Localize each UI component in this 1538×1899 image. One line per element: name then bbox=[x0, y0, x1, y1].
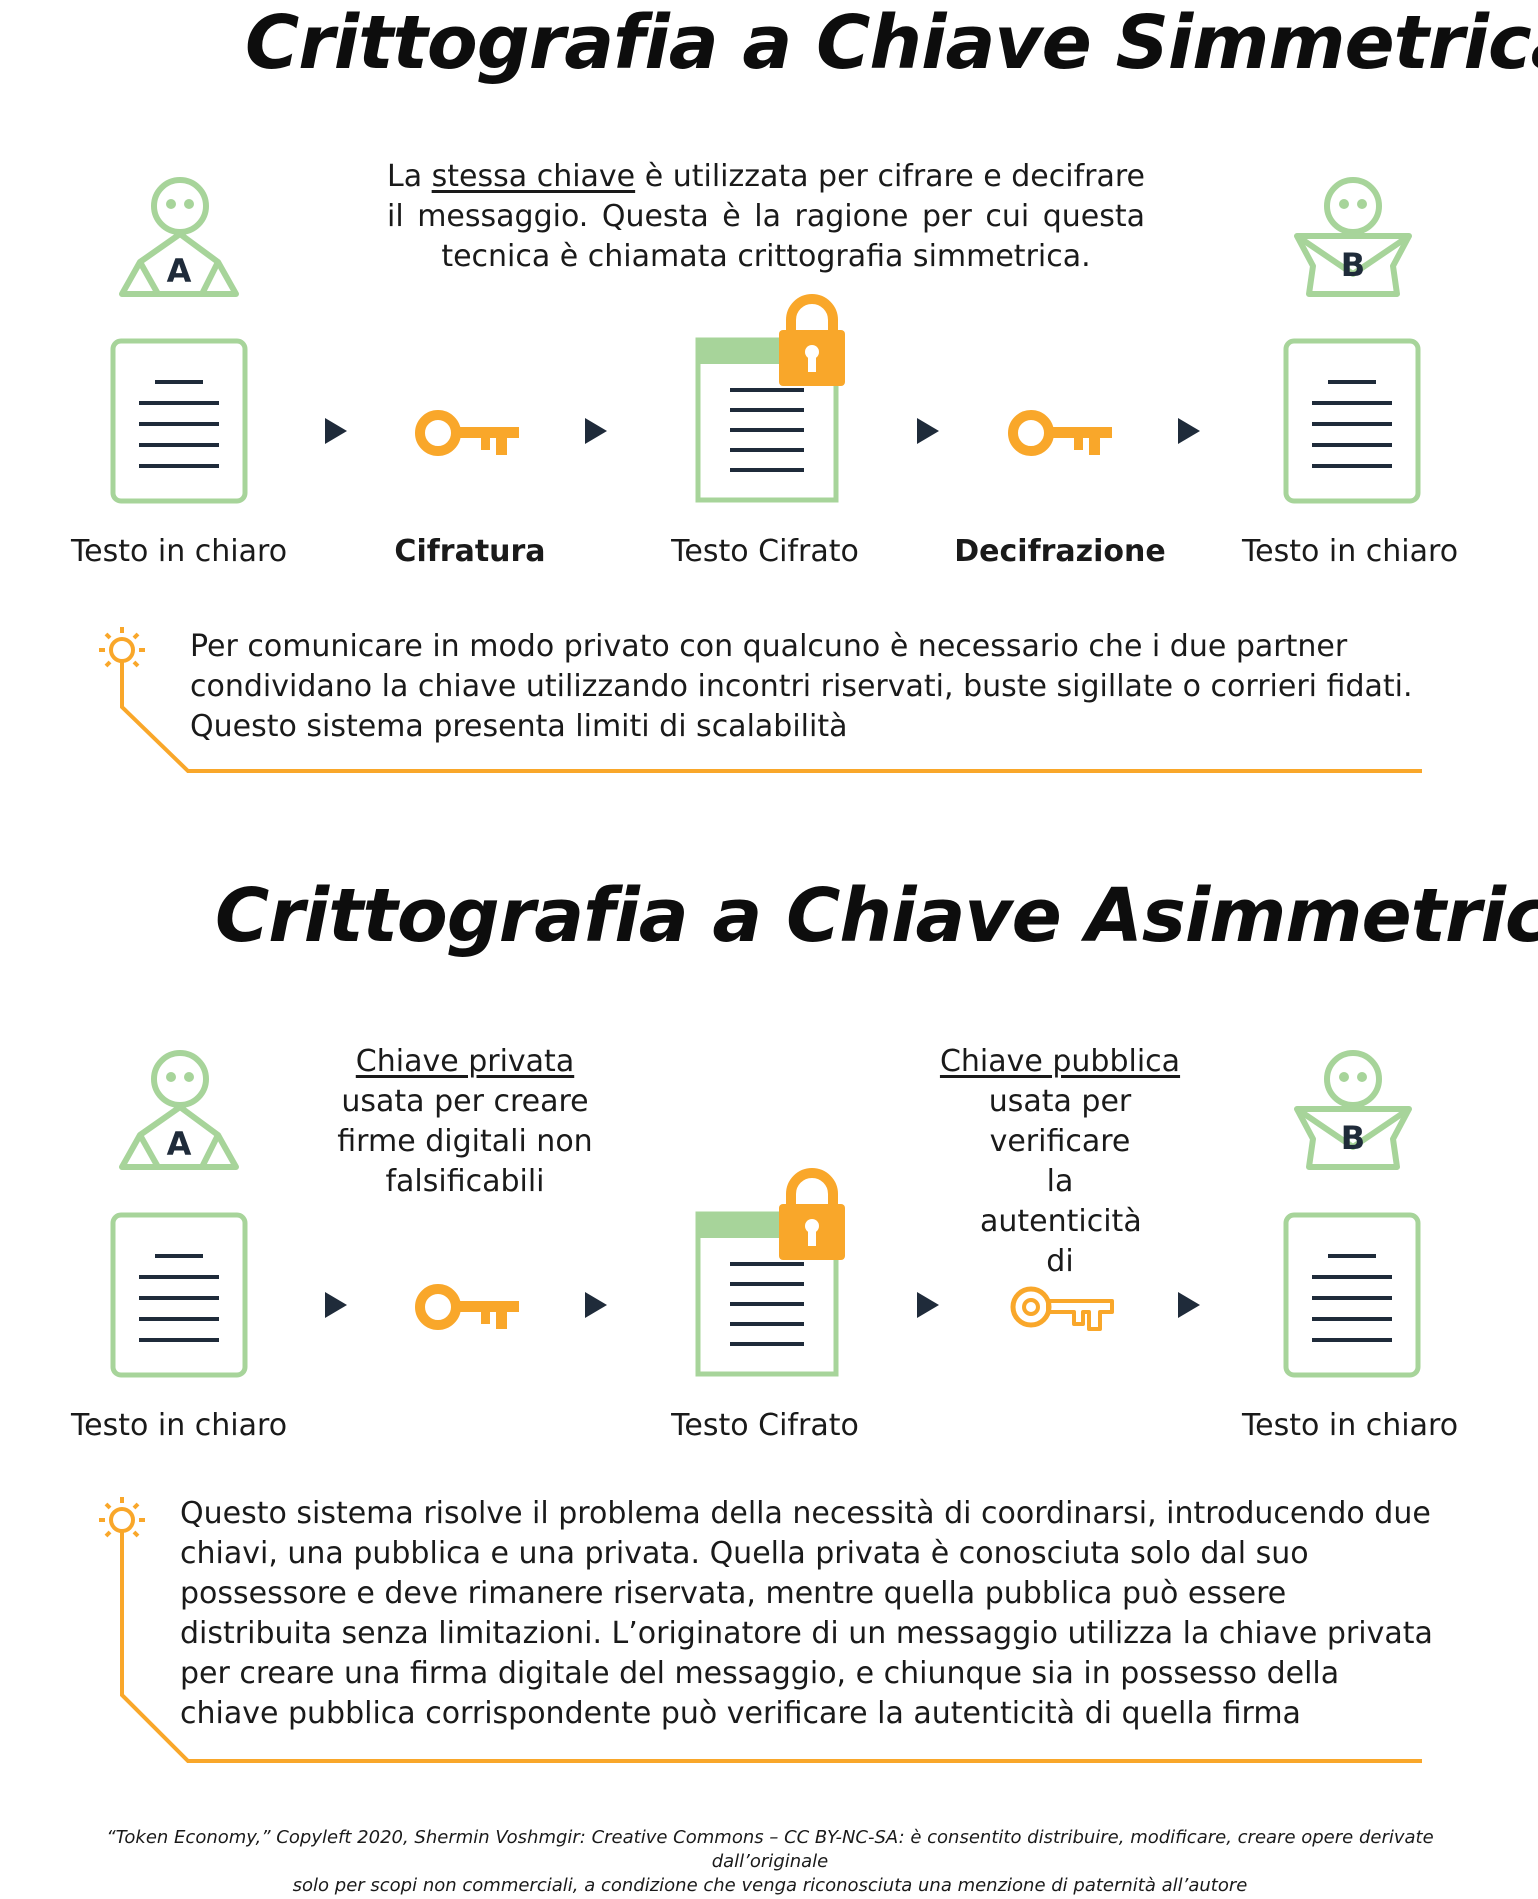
footer-line-2: solo per scopi non commerciali, a condiz… bbox=[292, 1875, 1248, 1896]
description-suffix: è utilizzata per cifrare e decifrare il … bbox=[387, 159, 1145, 274]
arrow-right-icon bbox=[325, 1292, 347, 1318]
arrow-right-icon bbox=[917, 418, 939, 444]
ciphertext-document-icon bbox=[695, 294, 845, 503]
public-key-description: usata per verificare la autenticità di bbox=[980, 1084, 1142, 1279]
person-b-letter: B bbox=[1341, 1119, 1365, 1157]
description-underlined: stessa chiave bbox=[431, 159, 636, 194]
label-plaintext: Testo in chiaro bbox=[1241, 1408, 1459, 1443]
private-key-caption: Chiave privata usata per creare firme di… bbox=[330, 1042, 600, 1202]
plaintext-document-icon bbox=[110, 1212, 248, 1378]
asymmetric-note: Questo sistema risolve il problema della… bbox=[180, 1496, 1433, 1731]
arrow-right-icon bbox=[585, 1292, 607, 1318]
plaintext-document-icon bbox=[1283, 1212, 1421, 1378]
key-icon bbox=[1008, 410, 1112, 456]
public-key-title: Chiave pubblica bbox=[939, 1044, 1181, 1079]
plaintext-document-icon bbox=[110, 338, 248, 504]
arrow-right-icon bbox=[1178, 1292, 1200, 1318]
arrow-right-icon bbox=[325, 418, 347, 444]
description-prefix: La bbox=[387, 159, 432, 194]
symmetric-description: La stessa chiave è utilizzata per cifrar… bbox=[387, 157, 1145, 277]
label-ciphertext: Testo Cifrato bbox=[671, 1408, 859, 1443]
label-encryption: Cifratura bbox=[394, 534, 546, 569]
person-a-letter: A bbox=[167, 1125, 192, 1163]
arrow-right-icon bbox=[585, 418, 607, 444]
public-key-caption: Chiave pubblica usata per verificare la … bbox=[935, 1042, 1185, 1282]
person-b-icon: B bbox=[1294, 1050, 1412, 1170]
key-icon bbox=[415, 410, 519, 456]
symmetric-note: Per comunicare in modo privato con qualc… bbox=[190, 629, 1413, 744]
person-a-letter: A bbox=[167, 252, 192, 290]
lightbulb-callout-icon bbox=[99, 1497, 1422, 1763]
person-b-icon: B bbox=[1294, 177, 1412, 297]
footer-credits: “Token Economy,” Copyleft 2020, Shermin … bbox=[60, 1826, 1480, 1898]
private-key-description: usata per creare firme digitali non fals… bbox=[337, 1084, 593, 1199]
private-key-title: Chiave privata bbox=[355, 1044, 575, 1079]
label-plaintext: Testo in chiaro bbox=[70, 1408, 288, 1443]
public-key-icon bbox=[1010, 1286, 1114, 1331]
ciphertext-document-icon bbox=[695, 1168, 845, 1377]
footer-line-1: “Token Economy,” Copyleft 2020, Shermin … bbox=[106, 1827, 1434, 1872]
label-ciphertext: Testo Cifrato bbox=[671, 534, 859, 569]
arrow-right-icon bbox=[917, 1292, 939, 1318]
lightbulb-callout-icon bbox=[99, 627, 1422, 773]
person-a-icon: A bbox=[119, 1050, 239, 1170]
person-b-letter: B bbox=[1341, 246, 1365, 284]
asymmetric-title: Crittografia a Chiave Asimmetrica bbox=[215, 873, 1538, 959]
plaintext-document-icon bbox=[1283, 338, 1421, 504]
person-a-icon: A bbox=[119, 177, 239, 297]
private-key-icon bbox=[415, 1284, 519, 1330]
label-plaintext: Testo in chiaro bbox=[70, 534, 288, 569]
label-plaintext: Testo in chiaro bbox=[1241, 534, 1459, 569]
symmetric-title: Crittografia a Chiave Simmetrica bbox=[245, 0, 1538, 86]
label-decryption: Decifrazione bbox=[954, 534, 1166, 569]
arrow-right-icon bbox=[1178, 418, 1200, 444]
